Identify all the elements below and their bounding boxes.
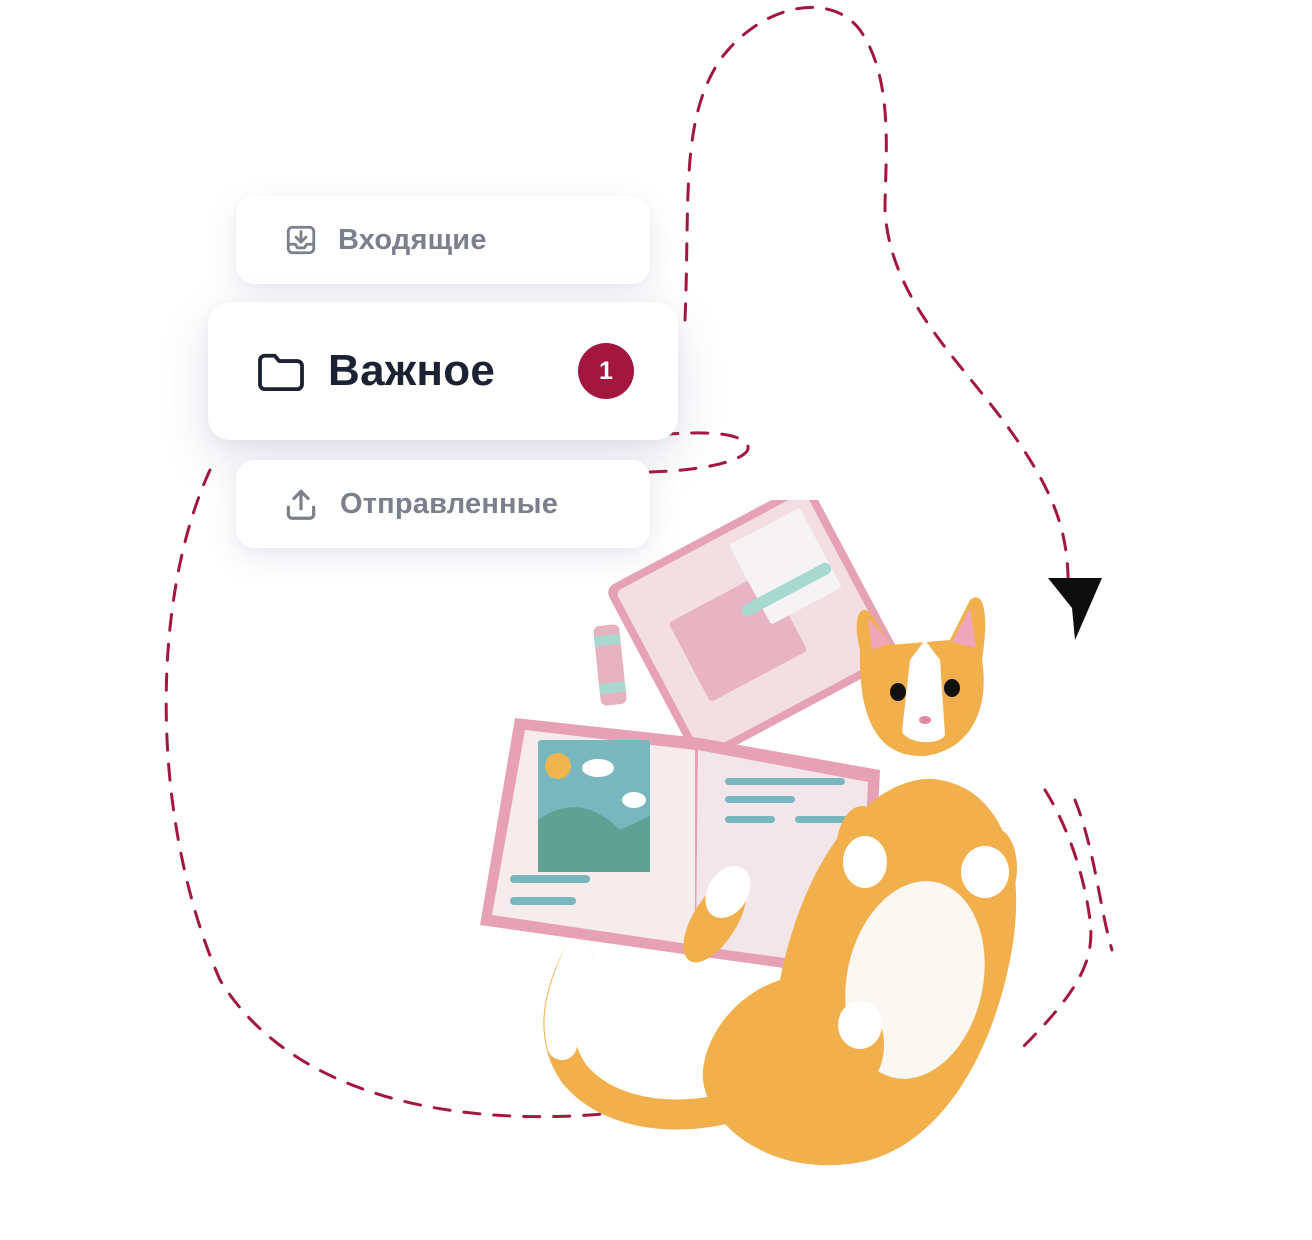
inbox-download-icon	[284, 223, 318, 257]
dashed-tail-path	[1018, 788, 1093, 1052]
eraser	[593, 624, 627, 706]
folder-sent-label: Отправленные	[340, 487, 559, 520]
folder-important-button[interactable]: Важное 1	[208, 302, 678, 440]
folder-important-label: Важное	[328, 346, 496, 395]
folder-icon	[256, 350, 306, 392]
folder-inbox-button[interactable]: Входящие	[236, 196, 650, 284]
unread-count-badge: 1	[578, 343, 634, 399]
notebook-back	[608, 500, 899, 762]
cat-illustration	[480, 500, 1017, 1166]
folder-inbox-label: Входящие	[338, 223, 487, 256]
dashed-rise-path	[683, 6, 1070, 602]
dashed-tail-path-2	[1073, 798, 1114, 952]
notebook-front	[480, 718, 880, 980]
cat	[543, 597, 1017, 1166]
upload-icon	[282, 485, 320, 523]
arrowhead-icon	[1048, 578, 1102, 640]
dashed-loop-path	[164, 468, 642, 1119]
folder-sent-button[interactable]: Отправленные	[236, 460, 650, 548]
